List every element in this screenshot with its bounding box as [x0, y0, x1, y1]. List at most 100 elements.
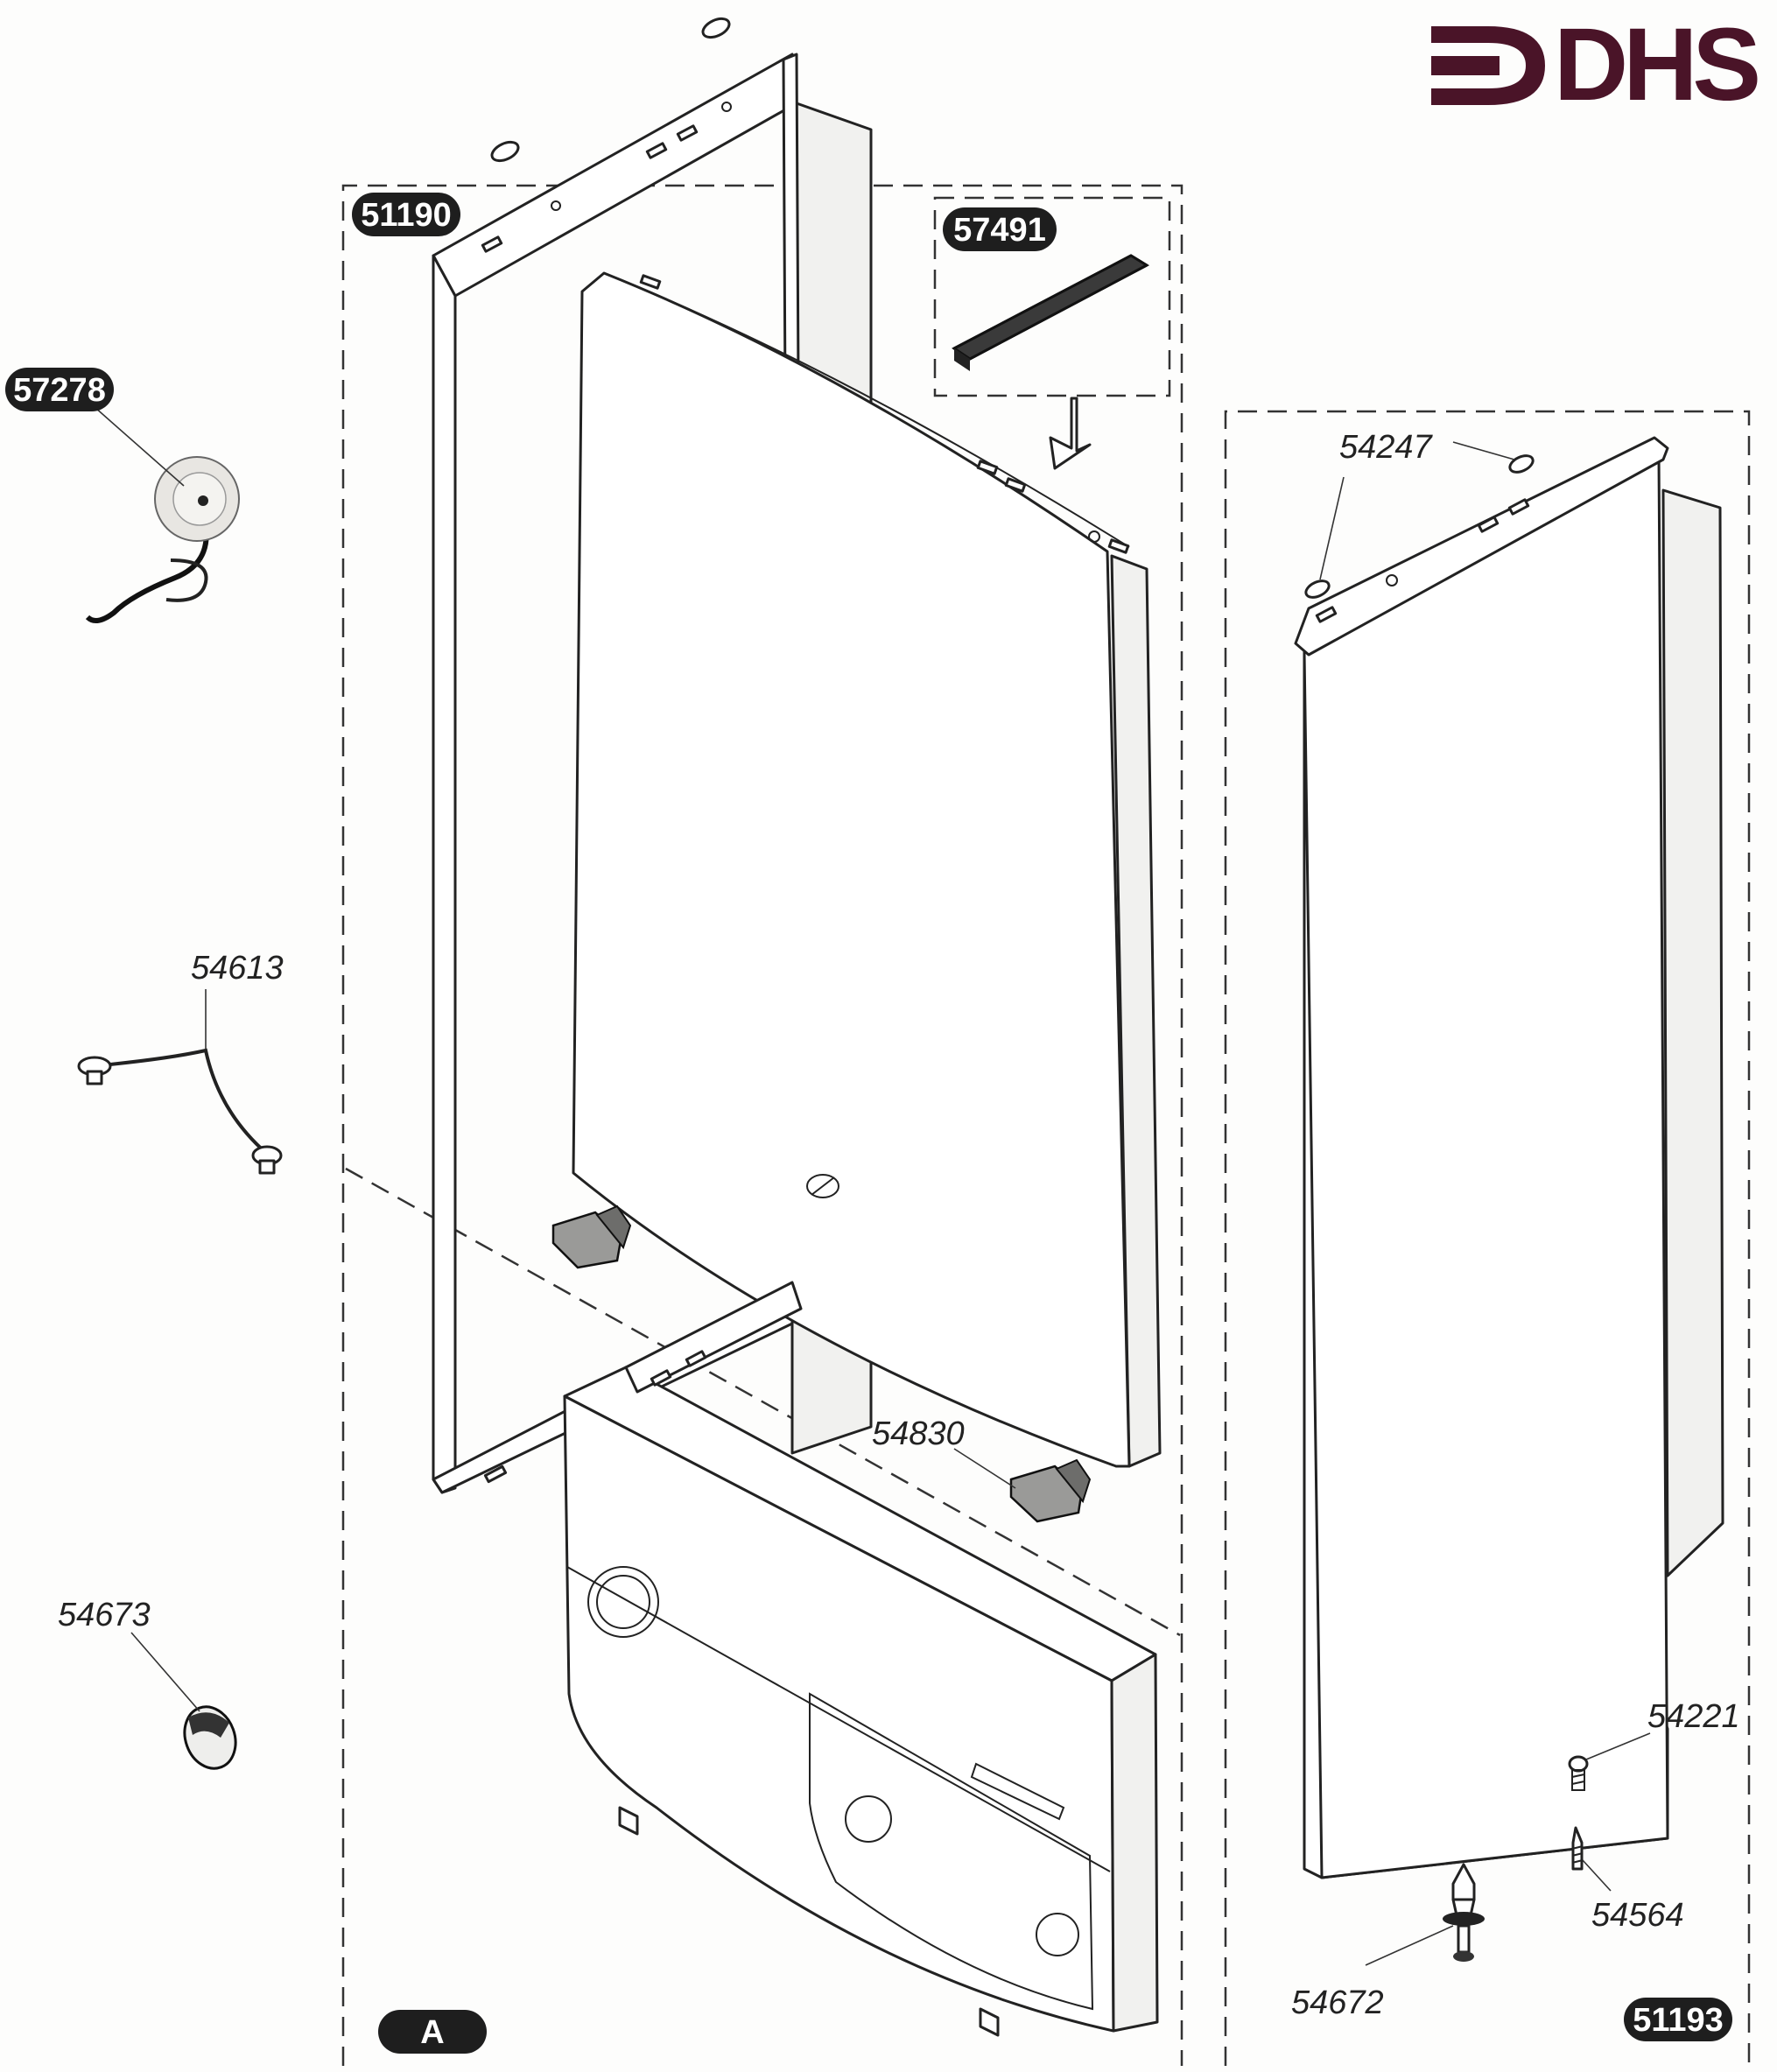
side-panel-back [1661, 488, 1724, 1577]
hinge-upper-tab [595, 1205, 632, 1250]
badge-label: A [420, 2014, 444, 2051]
badge-label: 51190 [361, 197, 452, 234]
badge-bg [943, 207, 1057, 251]
side-panel-slot [1507, 498, 1530, 516]
leader-54673 [130, 1632, 200, 1712]
control-panel-slot [650, 1369, 672, 1387]
hinge-lower [1009, 1458, 1092, 1523]
group-boundary-51190 [341, 184, 1183, 2066]
control-panel-link-plate [624, 1281, 803, 1394]
side-panel-clip [1508, 454, 1535, 474]
door-panel-top-edge [603, 272, 1130, 548]
hinge-upper [551, 1205, 632, 1269]
badge-bg [352, 193, 460, 236]
screw-54564 [1571, 1826, 1584, 1871]
callout-57278: 57278 [5, 368, 114, 411]
control-panel-clip [979, 2007, 1000, 2037]
control-knob-body [183, 1705, 237, 1770]
assembly-arrow [1049, 397, 1092, 470]
badge-bg [5, 368, 114, 411]
fixing-tip [1451, 1863, 1476, 1901]
group-boundary-51193 [1224, 410, 1751, 2066]
dhs-logo-mark [1431, 26, 1545, 105]
pressure-gauge-capillary-coil [165, 558, 208, 602]
frame-right-post [782, 53, 800, 396]
side-panel-main [1303, 453, 1669, 1879]
callout-57491: 57491 [943, 207, 1057, 251]
seal-strip-front [954, 348, 970, 371]
earth-cable-grommet-stem [258, 1159, 276, 1175]
screw-thread [1571, 1845, 1584, 1864]
leader-57278 [94, 406, 185, 487]
clip-top [490, 140, 520, 163]
control-panel-assembly [563, 1281, 1159, 2037]
part-label-54672: 54672 [1291, 1984, 1384, 2021]
control-panel-side [1110, 1653, 1159, 2033]
badge-label: 57491 [953, 212, 1046, 249]
door-slot [976, 460, 999, 475]
right-side-panel [1294, 436, 1724, 1879]
control-knob-cap [188, 1712, 229, 1738]
seal-strip-top [952, 254, 1150, 361]
control-panel-rail [970, 1762, 1065, 1821]
callout-51193: 51193 [1624, 1998, 1732, 2041]
leader-54672 [1365, 1925, 1454, 1966]
door-lock-slash [811, 1176, 835, 1196]
panel-fixing-54672 [1443, 1863, 1485, 1962]
frame-hole [721, 102, 732, 112]
control-panel-clip [618, 1806, 639, 1836]
side-panel-clip [1304, 579, 1331, 599]
door-panel-side [1110, 554, 1162, 1468]
part-label-54247: 54247 [1339, 429, 1434, 466]
control-panel-window [809, 1692, 1094, 2011]
screw-thread [1571, 1769, 1585, 1791]
door-lock-hole [806, 1174, 839, 1198]
group-boundary-57491 [933, 196, 1171, 397]
control-dial [1036, 1913, 1079, 1956]
control-panel-front [563, 1394, 1115, 2033]
dhs-logo: DHS [1431, 7, 1763, 123]
pressure-gauge-capillary [85, 507, 209, 623]
door-panel-face [572, 271, 1131, 1468]
frame-slot [481, 235, 503, 253]
earth-cable-grommet-stem [86, 1070, 103, 1085]
control-panel-slot [685, 1350, 707, 1367]
fixing-washer [1443, 1912, 1485, 1926]
door-slot [1107, 538, 1130, 554]
side-panel-top-flange [1294, 436, 1669, 657]
pressure-gauge-hub [198, 495, 208, 506]
frame-slot [676, 124, 699, 142]
badge-bg [378, 2010, 487, 2054]
control-dial [845, 1795, 892, 1843]
alignment-line [345, 1167, 1181, 1637]
leader-54564 [1582, 1859, 1612, 1892]
screw-54221 [1568, 1755, 1589, 1791]
part-label-54830: 54830 [872, 1415, 965, 1452]
door-slot [639, 274, 662, 290]
frame-top-rail [432, 53, 798, 298]
hinge-lower-tab [1055, 1458, 1092, 1504]
side-panel-slot [1315, 606, 1338, 623]
fixing-screw [1457, 1924, 1471, 1954]
earth-cable [77, 1048, 283, 1175]
hinge-upper-body [551, 1211, 623, 1269]
badge-label: 51193 [1633, 2002, 1724, 2039]
part-label-54613: 54613 [191, 950, 284, 987]
frame-slot [645, 142, 668, 159]
leader-54830 [953, 1448, 1016, 1489]
clip-top [701, 17, 731, 39]
dhs-logo-text: DHS [1554, 7, 1758, 123]
side-panel-hole [1386, 574, 1398, 586]
door-slot [1004, 477, 1027, 493]
badge-bg [1624, 1998, 1732, 2041]
badge-label: 57278 [13, 372, 106, 409]
control-knob-recess [587, 1566, 659, 1638]
leader-54247-right [1452, 441, 1515, 460]
callout-A: A [378, 2010, 487, 2054]
callout-51190: 51190 [352, 193, 460, 236]
hinge-lower-body [1009, 1464, 1084, 1523]
frame-hole [551, 200, 561, 211]
pressure-gauge [85, 456, 240, 623]
frame-left-side [432, 254, 457, 1494]
